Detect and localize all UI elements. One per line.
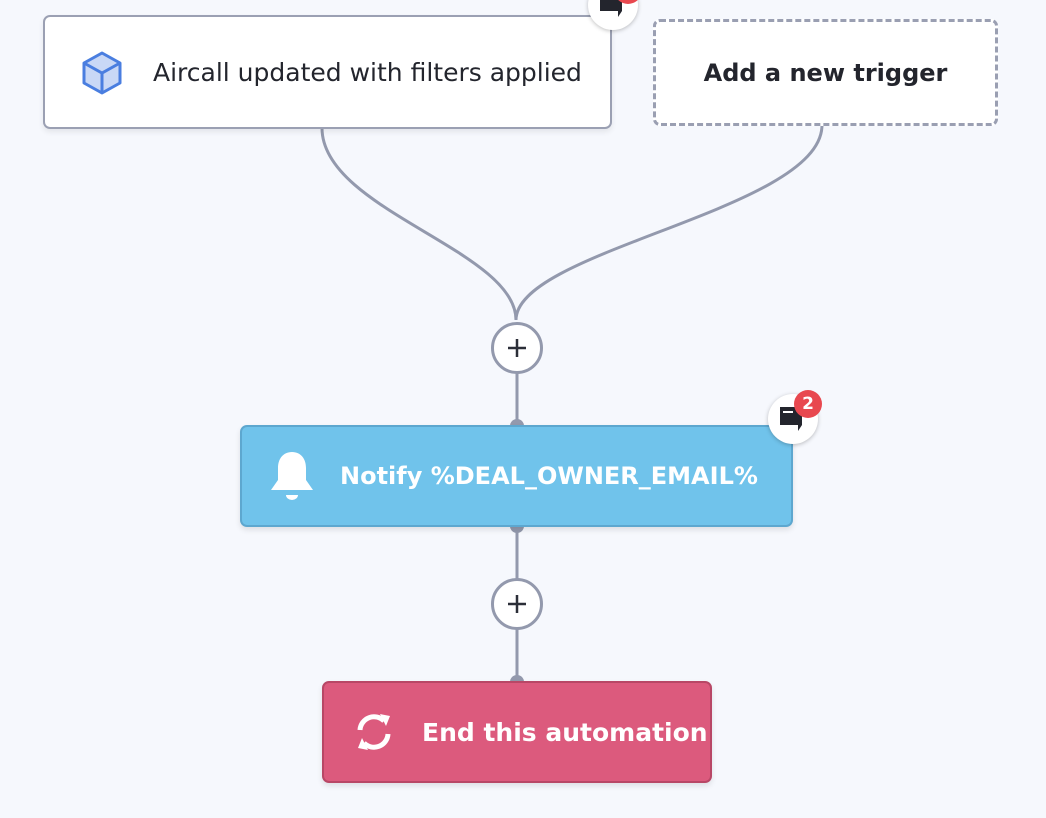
notes-icon: [600, 0, 622, 17]
plus-icon: [508, 595, 526, 613]
add-step-button[interactable]: [491, 322, 543, 374]
add-trigger-button[interactable]: Add a new trigger: [653, 19, 998, 126]
refresh-icon: [357, 714, 391, 750]
bell-icon: [271, 452, 313, 500]
notify-action-card[interactable]: Notify %DEAL_OWNER_EMAIL%: [240, 425, 793, 527]
trigger-label: Aircall updated with filters applied: [153, 57, 582, 87]
add-step-button[interactable]: [491, 578, 543, 630]
cube-icon: [82, 51, 122, 95]
notes-count: 2: [794, 390, 822, 418]
end-automation-card[interactable]: End this automation: [322, 681, 712, 783]
add-trigger-label: Add a new trigger: [703, 58, 948, 87]
notify-label: Notify %DEAL_OWNER_EMAIL%: [340, 462, 758, 490]
notes-count: 2: [614, 0, 642, 4]
notes-badge[interactable]: 2: [768, 390, 822, 444]
trigger-card[interactable]: Aircall updated with filters applied: [43, 15, 612, 129]
end-label: End this automation: [422, 717, 708, 747]
plus-icon: [508, 339, 526, 357]
connector-trigger: [320, 127, 518, 321]
connector-add-trigger: [514, 124, 824, 321]
